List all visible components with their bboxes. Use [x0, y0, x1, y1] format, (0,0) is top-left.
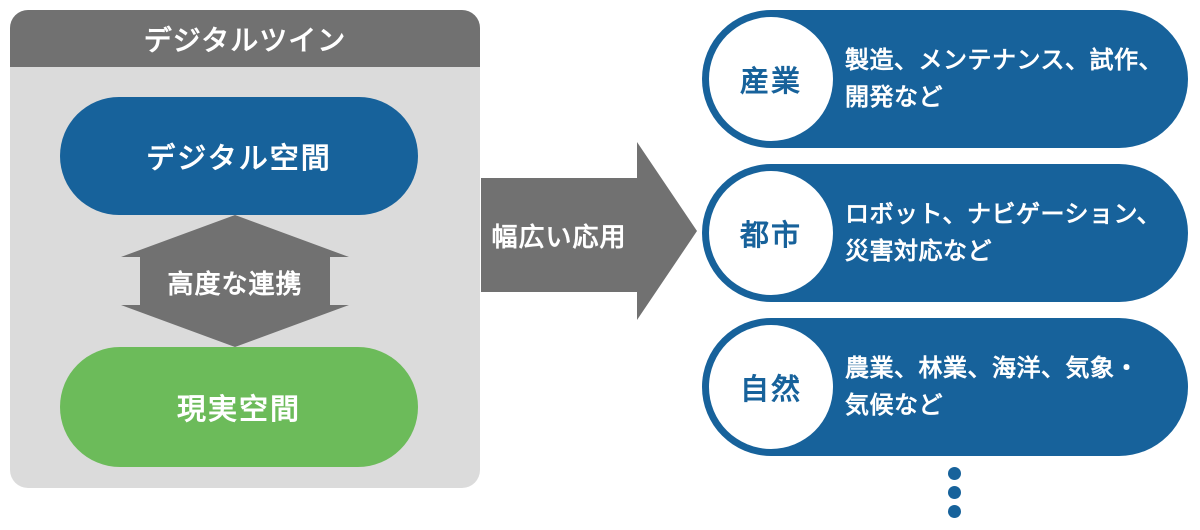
application-pill-city: 都市 ロボット、ナビゲーション、 災害対応など [702, 164, 1188, 302]
category-circle: 自然 [709, 325, 833, 449]
ellipsis-dot [948, 486, 961, 499]
category-label: 産業 [739, 66, 802, 98]
real-space-pill: 現実空間 [60, 347, 418, 467]
panel-title: デジタルツイン [10, 10, 480, 67]
category-description: 製造、メンテナンス、試作、 開発など [845, 47, 1164, 111]
category-circle: 産業 [709, 17, 833, 141]
link-label: 高度な連携 [120, 258, 350, 306]
ellipsis-dot [948, 505, 961, 518]
ellipsis-dot [948, 467, 961, 480]
wide-application-label: 幅広い応用 [481, 178, 637, 292]
bidirectional-arrow-icon [120, 215, 350, 347]
category-label: 自然 [739, 374, 802, 406]
category-description: 農業、林業、海洋、気象・ 気候など [845, 355, 1139, 419]
digital-space-label: デジタル空間 [146, 143, 332, 175]
ellipsis-dots-icon [948, 467, 961, 518]
link-label-text: 高度な連携 [167, 268, 303, 299]
right-arrow-icon [481, 142, 697, 320]
category-circle: 都市 [709, 171, 833, 295]
real-space-label: 現実空間 [176, 394, 301, 426]
wide-application-text: 幅広い応用 [491, 221, 627, 252]
category-label: 都市 [739, 220, 802, 252]
application-pill-industry: 産業 製造、メンテナンス、試作、 開発など [702, 10, 1188, 148]
panel-title-label: デジタルツイン [143, 24, 347, 56]
digital-space-pill: デジタル空間 [60, 97, 418, 215]
category-description: ロボット、ナビゲーション、 災害対応など [845, 201, 1162, 265]
application-pill-nature: 自然 農業、林業、海洋、気象・ 気候など [702, 318, 1188, 456]
